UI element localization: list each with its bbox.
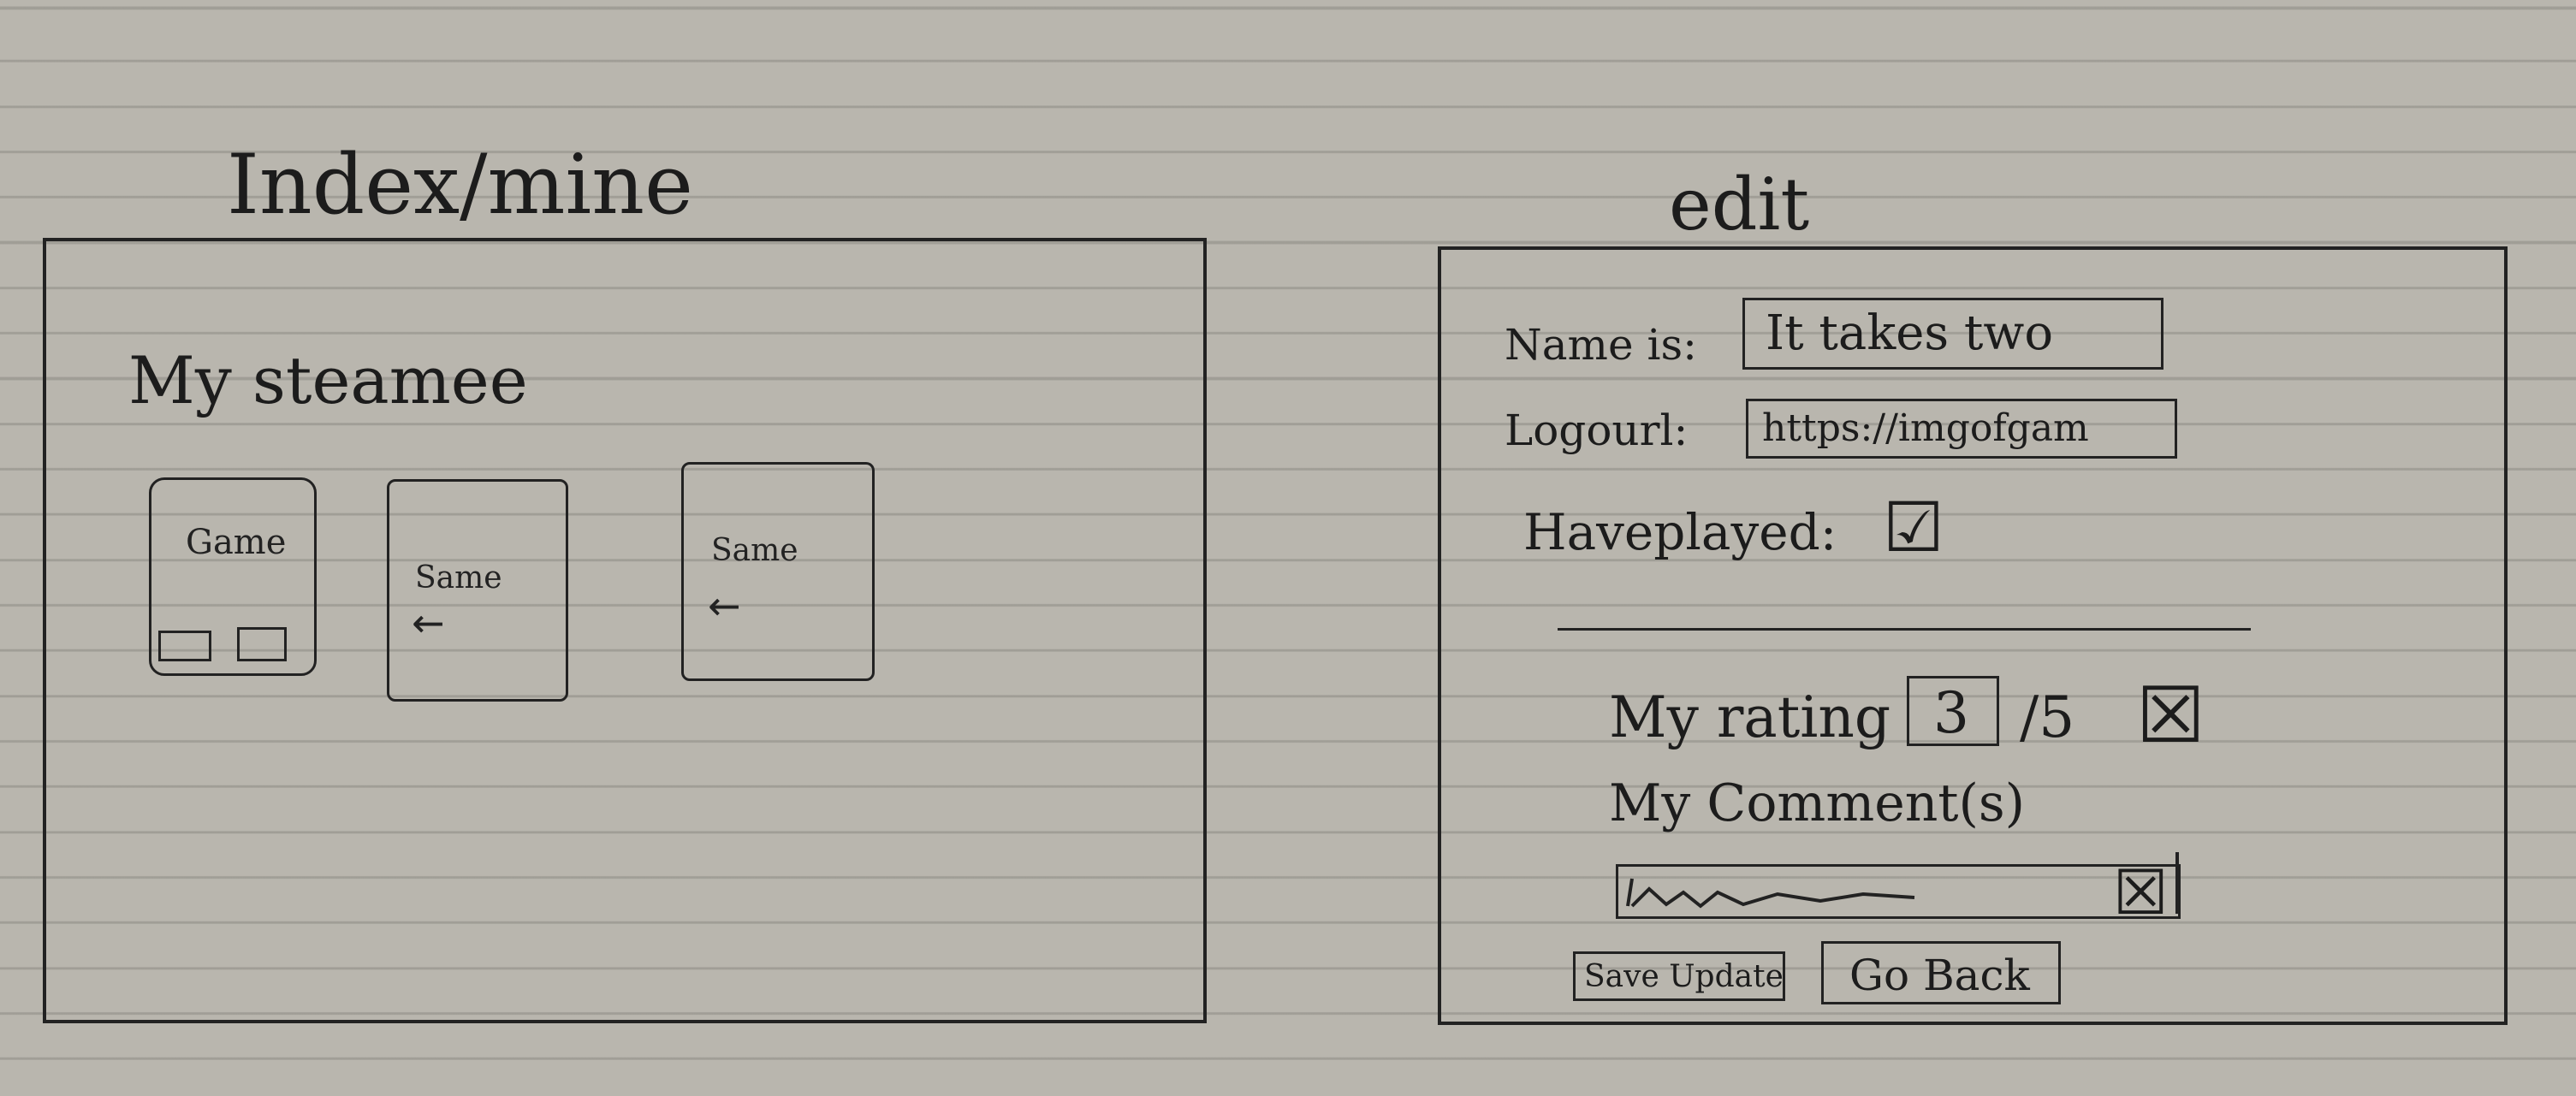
have-played-checkbox[interactable]: ☑	[1883, 488, 1944, 567]
comment-delete-icon[interactable]: ☒	[2113, 856, 2169, 928]
game-card[interactable]: Game	[149, 477, 317, 676]
left-arrow-icon[interactable]: ←	[412, 600, 445, 646]
index-frame	[43, 238, 1207, 1023]
index-title: Index/mine	[227, 137, 693, 233]
rating-suffix: /5	[2020, 684, 2075, 750]
logo-url-input-value: https://imgofgam	[1762, 406, 2089, 450]
save-update-button[interactable]: Save Update	[1573, 951, 1785, 1001]
index-heading: My steamee	[128, 342, 528, 418]
section-divider	[1558, 628, 2251, 631]
logo-url-label: Logourl:	[1505, 406, 1689, 455]
rating-input-value: 3	[1933, 680, 1969, 746]
game-card-label: Same	[415, 560, 502, 595]
pencil-icon[interactable]	[158, 631, 211, 661]
rating-input[interactable]: 3	[1907, 676, 1999, 746]
game-card[interactable]: Same ←	[681, 462, 875, 681]
notebook-icon[interactable]	[237, 627, 287, 661]
edit-frame	[1438, 246, 2508, 1025]
comment-scribble	[1626, 878, 1915, 909]
have-played-label: Haveplayed:	[1523, 503, 1837, 561]
comment-label: My Comment(s)	[1609, 773, 2026, 833]
rating-delete-icon[interactable]: ☒	[2136, 671, 2205, 761]
save-update-button-label: Save Update	[1584, 959, 1784, 994]
comment-field-divider	[2175, 852, 2179, 914]
name-label: Name is:	[1505, 320, 1697, 370]
logo-url-input[interactable]: https://imgofgam	[1746, 399, 2177, 459]
edit-title: edit	[1669, 163, 1810, 246]
game-card-label: Game	[186, 523, 287, 562]
go-back-button-label: Go Back	[1849, 951, 2030, 1000]
name-input[interactable]: It takes two	[1742, 298, 2163, 370]
rating-label: My rating	[1609, 684, 1891, 750]
comment-field[interactable]: ☒	[1616, 856, 2181, 928]
game-card-label: Same	[711, 533, 798, 568]
game-card[interactable]: Same ←	[387, 479, 568, 702]
left-arrow-icon[interactable]: ←	[708, 583, 741, 629]
go-back-button[interactable]: Go Back	[1821, 941, 2061, 1004]
name-input-value: It takes two	[1766, 305, 2054, 361]
